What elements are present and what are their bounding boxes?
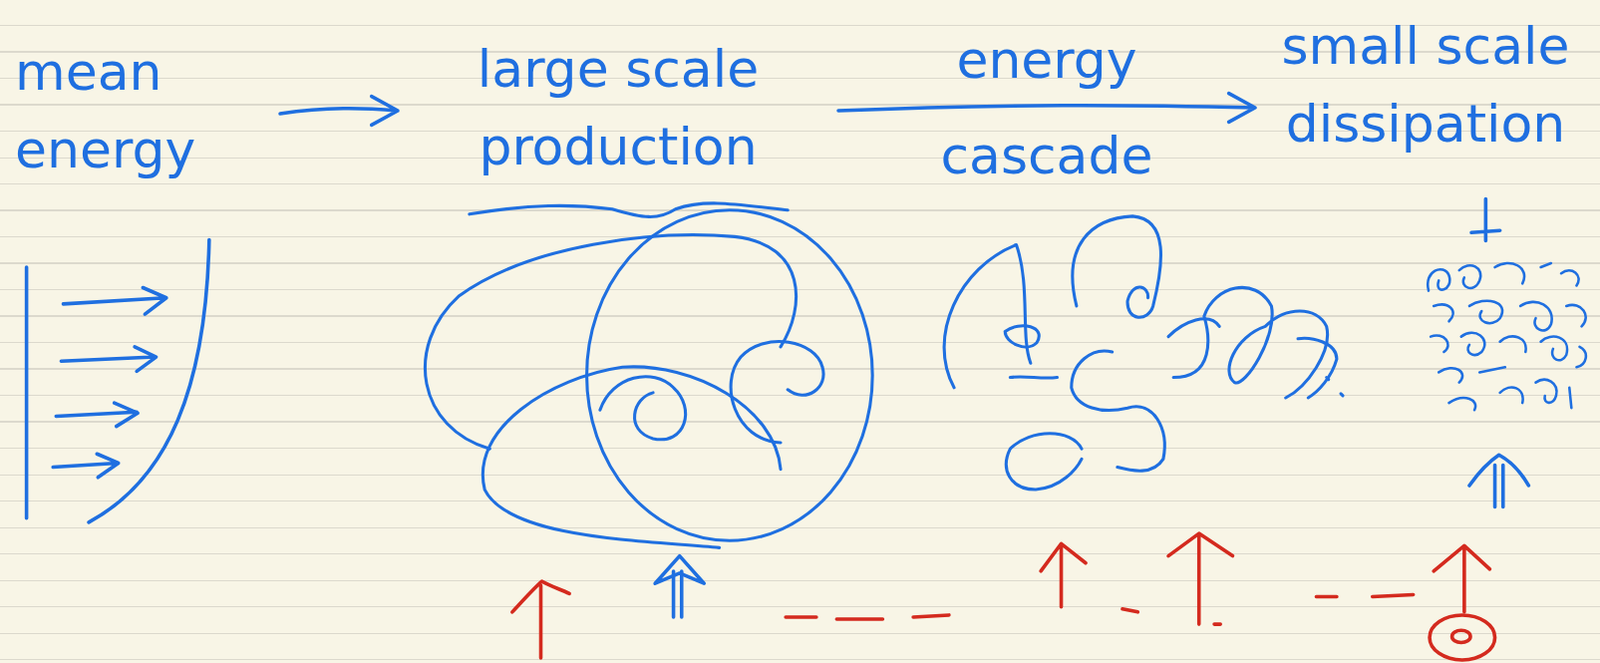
small-eddies-stroke [1438,366,1523,410]
red-scale-marks [512,533,1496,660]
blue-arrows [654,199,1529,618]
red-scale-marks-stroke [1168,533,1233,625]
large-eddies-stroke [482,366,781,548]
red-scale-marks-stroke [512,581,570,658]
small-eddies-stroke [1500,335,1587,367]
medium-eddies-stroke [1005,433,1082,490]
large-eddies-stroke [730,341,824,443]
small-eddies-stroke [1459,265,1481,289]
velocity-profile-stroke [55,402,138,427]
flow-arrow [280,96,398,126]
velocity-profile [26,239,210,522]
small-eddies-stroke [1433,301,1503,323]
red-scale-marks-stroke [1040,543,1086,607]
source-label: mean energy [14,32,275,189]
small-eddies-stroke [1536,379,1573,408]
handwritten-text: small scale dissipation [1261,6,1591,163]
red-scale-marks-stroke [1122,609,1138,613]
medium-eddies-stroke [1326,377,1343,396]
red-scale-marks-stroke [1315,594,1413,597]
large-eddies-stroke [587,210,874,541]
red-scale-marks-stroke [785,615,950,620]
blue-arrows-stroke [1469,454,1529,507]
stage-label: large scale production [403,29,833,186]
medium-eddies-stroke [1173,287,1327,398]
medium-eddies-stroke [1168,319,1220,337]
blue-arrows-stroke [673,571,682,618]
medium-eddies-stroke [1004,325,1039,347]
small-eddies-stroke [1427,269,1450,291]
large-eddies-stroke [600,376,686,440]
handwritten-text: mean energy [14,32,275,189]
flow-arrow [838,93,1256,123]
edge-label: energy cascade [897,11,1197,204]
medium-eddies [944,216,1343,490]
velocity-profile-stroke [52,453,119,478]
medium-eddies-stroke [1297,337,1337,398]
small-eddies-stroke [1520,302,1587,331]
medium-eddies-stroke [1009,376,1057,378]
handwritten-text: large scale production [403,29,833,186]
large-eddies [424,203,873,548]
small-eddies-stroke [1430,332,1485,355]
velocity-profile-stroke [24,267,29,519]
velocity-profile-stroke [88,239,210,522]
stage-label: small scale dissipation [1261,6,1591,163]
medium-eddies-stroke [944,245,1031,388]
small-eddies-stroke [1495,263,1580,287]
velocity-profile-stroke [60,346,156,372]
red-scale-marks-stroke [1452,630,1471,642]
blue-arrows-stroke [654,556,704,585]
red-scale-marks-stroke [1433,545,1490,613]
velocity-profile-stroke [62,288,166,316]
small-eddies [1427,263,1587,410]
red-scale-marks-stroke [1429,615,1496,660]
medium-eddies-stroke [1072,216,1162,318]
medium-eddies-stroke [1071,350,1165,471]
blue-arrows-stroke [1471,199,1501,242]
